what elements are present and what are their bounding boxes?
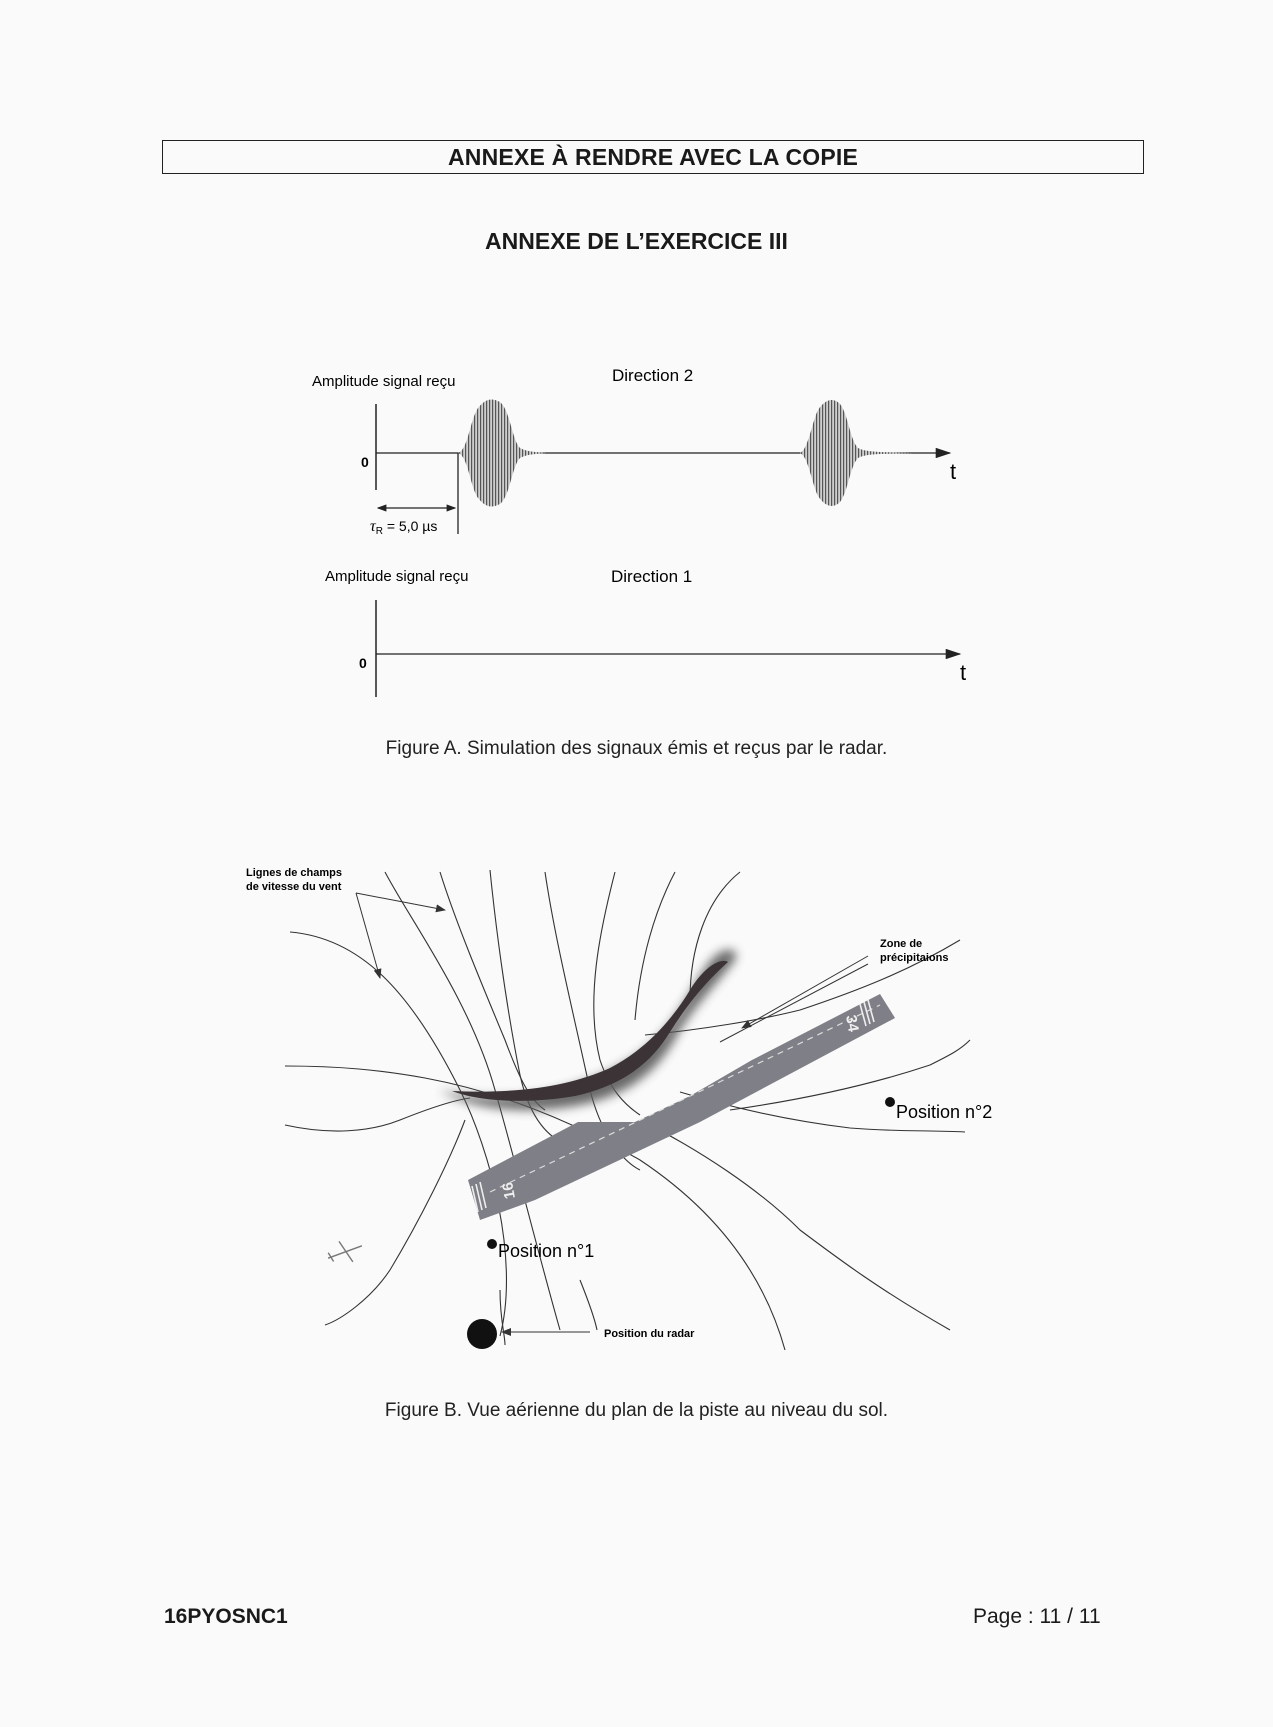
- section-title: ANNEXE DE L’EXERCICE III: [485, 228, 788, 254]
- runway-number-34: 34: [842, 1014, 862, 1034]
- wind-label-line2: de vitesse du vent: [246, 881, 342, 893]
- position-1-marker: [487, 1239, 497, 1249]
- precipitation-arrow-1: [741, 955, 869, 1029]
- precipitation-zone: [440, 949, 737, 1110]
- top-origin-label: 0: [361, 454, 369, 470]
- footer-code: 16PYOSNC1: [164, 1605, 288, 1628]
- position-2-label: Position n°2: [896, 1102, 992, 1122]
- radar-label: Position du radar: [604, 1328, 695, 1340]
- precipitation-arrow-2: [719, 963, 869, 1043]
- top-time-label: t: [950, 459, 956, 484]
- radar-marker: [467, 1319, 497, 1349]
- runway: 16 34: [468, 994, 895, 1220]
- bottom-origin-label: 0: [359, 655, 367, 671]
- wind-field-lines: [284, 869, 971, 1351]
- wind-label-line1: Lignes de champs: [246, 867, 342, 879]
- position-2-marker: [885, 1097, 895, 1107]
- annex-header-title: ANNEXE À RENDRE AVEC LA COPIE: [447, 143, 859, 170]
- wind-arrow-1: [355, 892, 446, 913]
- echo-burst-2: [800, 400, 914, 506]
- figure-b: 16 34 Zone de précipitaions Lignes de ch…: [246, 867, 992, 1351]
- figure-a-caption: Figure A. Simulation des signaux émis et…: [385, 738, 888, 759]
- position-1-label: Position n°1: [498, 1241, 594, 1261]
- bottom-direction-label: Direction 1: [611, 567, 692, 586]
- echo-burst-1: [458, 399, 546, 507]
- precipitation-label-line2: précipitaions: [880, 952, 948, 964]
- top-direction-label: Direction 2: [612, 366, 693, 385]
- figure-b-caption: Figure B. Vue aérienne du plan de la pis…: [384, 1400, 889, 1421]
- wind-arrow-2: [355, 892, 382, 979]
- footer-page-number: Page : 11 / 11: [973, 1605, 1101, 1628]
- bottom-ylabel: Amplitude signal reçu: [325, 568, 468, 585]
- annex-header-box: ANNEXE À RENDRE AVEC LA COPIE: [162, 140, 1144, 174]
- delay-label: τR = 5,0 µs: [370, 518, 437, 537]
- top-ylabel: Amplitude signal reçu: [312, 373, 455, 390]
- figure-a: Amplitude signal reçu Direction 2 0 t τR…: [312, 366, 966, 697]
- runway-number-16: 16: [499, 1181, 519, 1200]
- precipitation-label-line1: Zone de: [880, 938, 922, 950]
- bottom-time-label: t: [960, 660, 966, 685]
- airplane-icon: [327, 1241, 363, 1263]
